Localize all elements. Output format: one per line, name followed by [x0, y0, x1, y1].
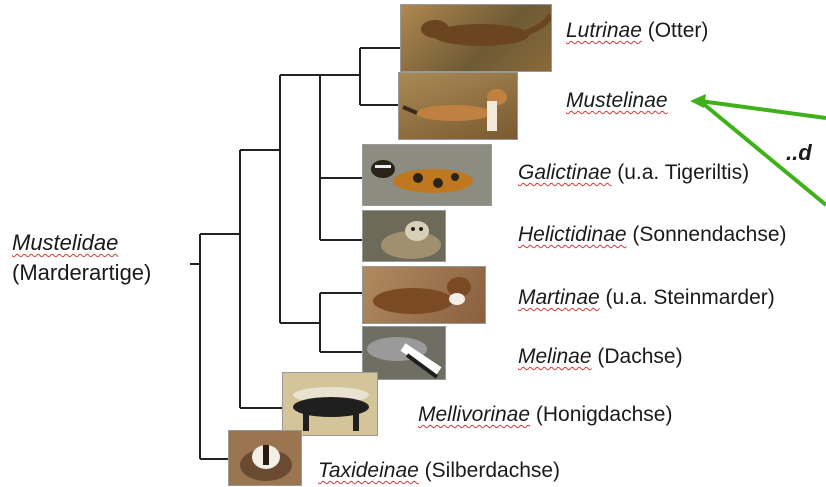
- marten-image: [363, 267, 486, 324]
- taxon-label-helictidinae: Helictidinae (Sonnendachse): [518, 224, 787, 245]
- taxon-label-taxideinae: Taxideinae (Silberdachse): [318, 460, 560, 481]
- taxon-common: (Silberdachse): [419, 459, 560, 482]
- taxon-label-melinae: Melinae (Dachse): [518, 346, 683, 367]
- annotation-text: ..d: [786, 140, 812, 166]
- taxon-common: (Dachse): [592, 345, 683, 368]
- taxon-common: (u.a. Tigeriltis): [611, 161, 749, 184]
- photo-taxideinae: [228, 430, 302, 486]
- taxon-label-galictinae: Galictinae (u.a. Tigeriltis): [518, 162, 749, 183]
- taxon-common: (Honigdachse): [530, 403, 672, 426]
- taxon-scientific: Helictidinae: [518, 223, 627, 246]
- taxon-label-mustelinae: Mustelinae: [566, 90, 668, 111]
- taxon-scientific: Galictinae: [518, 161, 611, 184]
- taxon-label-mellivorinae: Mellivorinae (Honigdachse): [418, 404, 672, 425]
- marbled-polecat-image: [363, 145, 492, 206]
- honey-badger-image: [283, 373, 378, 436]
- root-label: Mustelidae (Marderartige): [12, 228, 151, 288]
- ferret-badger-image: [363, 211, 446, 262]
- taxon-scientific: Melinae: [518, 345, 592, 368]
- taxon-label-lutrinae: Lutrinae (Otter): [566, 20, 708, 41]
- taxon-scientific: Mellivorinae: [418, 403, 530, 426]
- taxon-common: (u.a. Steinmarder): [600, 286, 775, 309]
- photo-mellivorinae: [282, 372, 378, 436]
- taxon-scientific: Taxideinae: [318, 459, 419, 482]
- american-badger-image: [229, 431, 302, 486]
- root-scientific-name: Mustelidae: [12, 228, 151, 258]
- photo-mustelinae: [398, 72, 518, 140]
- weasel-image: [399, 73, 518, 140]
- taxon-common: (Sonnendachse): [627, 223, 787, 246]
- taxon-common: (Otter): [642, 19, 709, 42]
- annotation-arrow-tip: [690, 94, 706, 108]
- otter-image: [401, 5, 552, 72]
- taxon-scientific: Mustelinae: [566, 89, 668, 112]
- photo-lutrinae: [400, 4, 552, 72]
- taxon-scientific: Martinae: [518, 286, 600, 309]
- root-common-name: (Marderartige): [12, 260, 151, 285]
- photo-martinae: [362, 266, 486, 324]
- taxon-label-martinae: Martinae (u.a. Steinmarder): [518, 287, 775, 308]
- taxon-scientific: Lutrinae: [566, 19, 642, 42]
- photo-galictinae: [362, 144, 492, 206]
- photo-helictidinae: [362, 210, 446, 262]
